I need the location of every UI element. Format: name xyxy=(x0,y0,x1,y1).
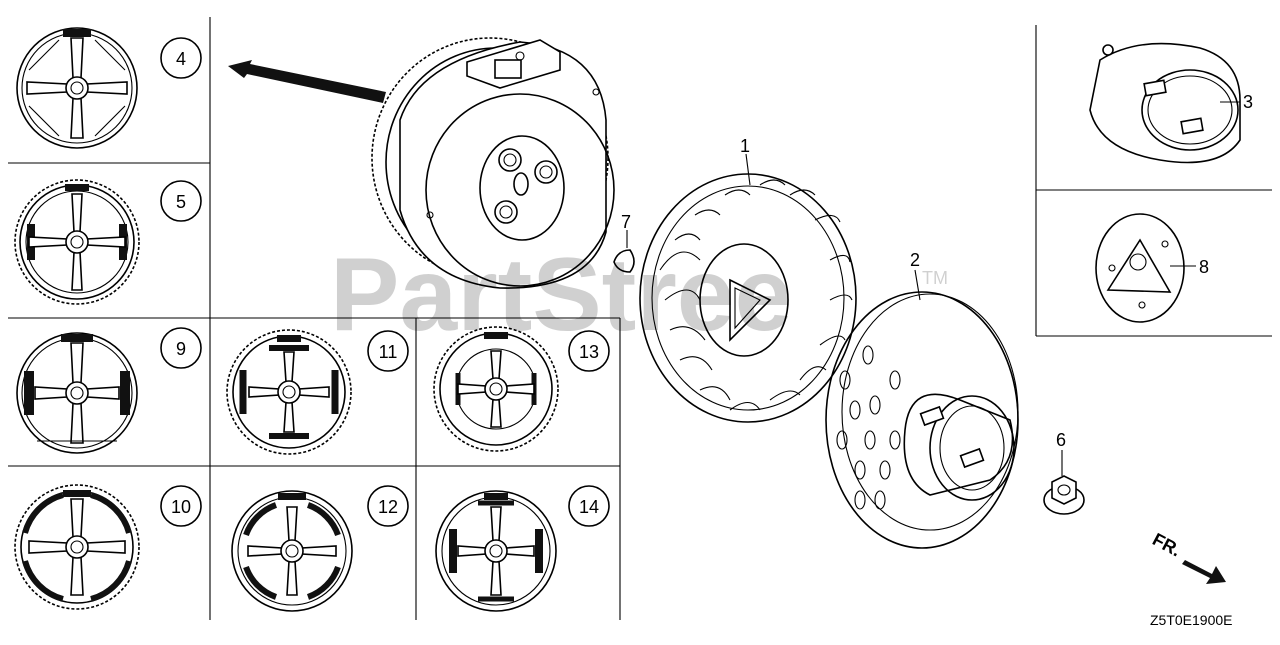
callout-3[interactable]: 3 xyxy=(1243,92,1253,112)
watermark: PartStree TM xyxy=(330,237,948,353)
flange-nut-part-6 xyxy=(1043,475,1085,515)
flywheel-variant-12 xyxy=(231,490,353,612)
callout-13[interactable]: 13 xyxy=(579,342,599,362)
front-marker-label: FR. xyxy=(1149,529,1184,560)
variant-grid xyxy=(8,17,1272,620)
watermark-tm: TM xyxy=(922,268,948,288)
callout-5[interactable]: 5 xyxy=(176,192,186,212)
callout-8[interactable]: 8 xyxy=(1199,257,1209,277)
variant-callouts: 4 5 9 10 11 12 13 14 xyxy=(160,37,610,527)
callout-12[interactable]: 12 xyxy=(378,497,398,517)
flywheel-variant-10 xyxy=(14,484,140,610)
flywheel-variant-11 xyxy=(226,329,352,455)
flywheel-variant-9 xyxy=(16,332,138,454)
callout-14[interactable]: 14 xyxy=(579,497,599,517)
flywheel-variant-14 xyxy=(435,490,557,612)
watermark-text: PartStree xyxy=(330,237,792,353)
flywheel-variant-13 xyxy=(433,326,559,452)
callout-9[interactable]: 9 xyxy=(176,339,186,359)
callout-2[interactable]: 2 xyxy=(910,250,920,270)
woodruff-key-part-7 xyxy=(613,230,635,273)
plate-part-8 xyxy=(1095,213,1185,323)
callout-7[interactable]: 7 xyxy=(621,212,631,232)
callout-4[interactable]: 4 xyxy=(176,49,186,69)
starter-pulley-part-2 xyxy=(825,291,1019,549)
cooling-fan-part-1 xyxy=(639,173,857,423)
callout-6[interactable]: 6 xyxy=(1056,430,1066,450)
callout-11[interactable]: 11 xyxy=(379,342,398,362)
diagram-code: Z5T0E1900E xyxy=(1150,612,1233,628)
front-direction-marker: FR. xyxy=(1149,529,1226,584)
flywheel-variant-4 xyxy=(16,27,138,149)
flywheel-variant-5 xyxy=(14,179,140,305)
part-leaders: 1 2 3 6 7 8 xyxy=(621,92,1253,476)
starter-cup-part-3 xyxy=(1089,42,1241,164)
callout-10[interactable]: 10 xyxy=(171,497,191,517)
reference-arrow xyxy=(228,60,386,103)
callout-1[interactable]: 1 xyxy=(740,136,750,156)
main-flywheel-assembly xyxy=(371,37,615,289)
